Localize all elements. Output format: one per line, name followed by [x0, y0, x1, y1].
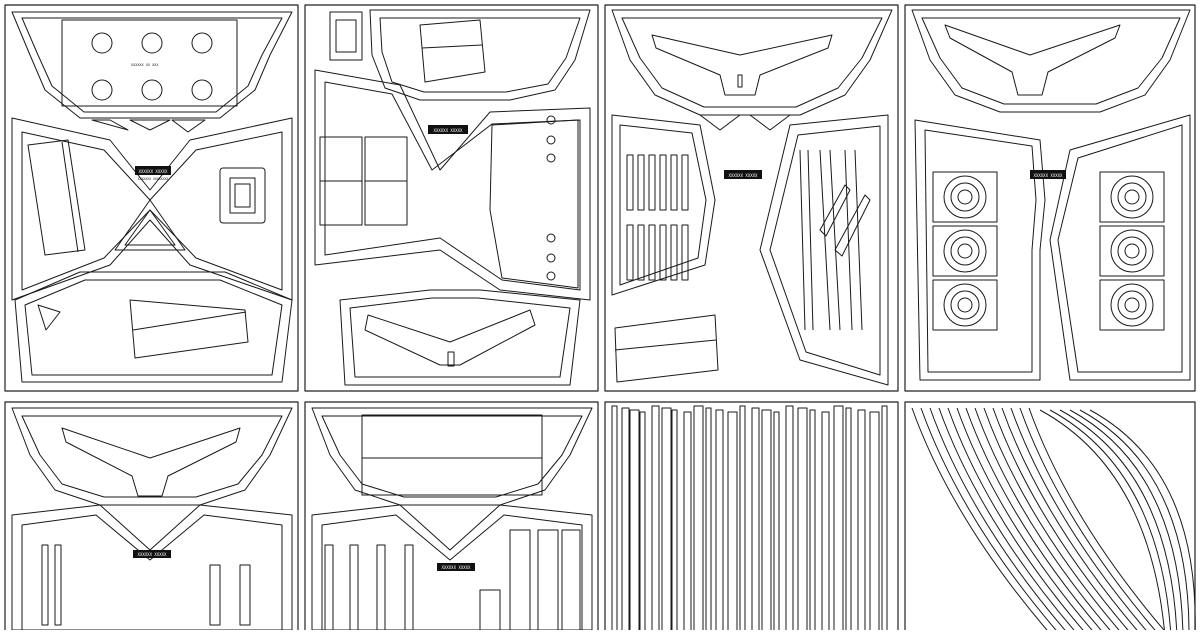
curved-strip [983, 407, 1124, 635]
arc-strip [1079, 409, 1190, 635]
sheet-7 [604, 401, 899, 635]
speaker-hole [91, 79, 113, 101]
curved-strip [929, 407, 1070, 635]
straight-strip [881, 405, 888, 635]
rib-group [41, 544, 251, 626]
sheet-4: XXXXXX XXXXX [904, 4, 1196, 392]
straight-strip [809, 409, 816, 635]
straight-strip [611, 405, 618, 635]
speaker-plate-stack-left [932, 171, 998, 331]
speaker-hole [141, 79, 163, 101]
straight-strip [761, 409, 772, 635]
straight-strip [751, 407, 760, 635]
straight-strip [651, 405, 660, 635]
speaker-hole [141, 32, 163, 54]
straight-strip [715, 409, 724, 635]
straight-strip [727, 411, 738, 635]
arc-strip [1049, 409, 1172, 635]
curved-strip [920, 407, 1061, 635]
arc-strip [1059, 409, 1178, 635]
straight-strip [797, 407, 808, 635]
sheet-2: XXXXXX XXXXX [304, 4, 599, 392]
arc-strip [1089, 409, 1196, 635]
curved-strip [965, 407, 1106, 635]
curved-strip [938, 407, 1079, 635]
badge-subtitle: XXXXXXX XXXXXXXX [138, 177, 169, 181]
panel-tag: XXXXXX XX XXX [131, 63, 159, 67]
sheet-1: XXXXXX XX XXX XXXXXX XXXXX XXXXXXX XXXXX… [4, 4, 299, 392]
curved-strip [947, 407, 1088, 635]
speaker-hole [191, 32, 213, 54]
straight-strip [785, 405, 794, 635]
arc-strip [1039, 409, 1166, 635]
badge-title: XXXXXX XXXXX [442, 565, 471, 570]
straight-strip [845, 407, 852, 635]
straight-strip [821, 411, 830, 635]
curved-strip [1019, 407, 1160, 635]
straight-strip [629, 409, 640, 635]
sheet-3: XXXXXX XXXXX [604, 4, 899, 392]
straight-strip [639, 411, 646, 635]
arc-strip [1069, 409, 1184, 635]
badge-title: XXXXXX XXXXX [139, 169, 168, 174]
badge-title: XXXXXX XXXXX [138, 552, 167, 557]
speaker-plate-stack-right [1099, 171, 1165, 331]
straight-strip [661, 407, 672, 635]
straight-strip [833, 405, 844, 635]
badge-title: XXXXXX XXXXX [434, 128, 463, 133]
slat-group [799, 149, 871, 331]
sheet-5: XXXXXX XXXXX [4, 401, 299, 635]
slat-group [626, 154, 689, 281]
speaker-hole [91, 32, 113, 54]
curved-strip [911, 407, 1052, 635]
straight-strip [693, 405, 704, 635]
curved-strip [974, 407, 1115, 635]
curved-strip [1010, 407, 1151, 635]
straight-strip [869, 411, 880, 635]
curved-strip [956, 407, 1097, 635]
badge-title: XXXXXX XXXXX [729, 173, 758, 178]
curved-strip [1001, 407, 1142, 635]
sheet-6: XXXXXX XXXXX [304, 401, 599, 635]
curved-strip [992, 407, 1133, 635]
strip-group [324, 529, 581, 631]
badge-title: XXXXXX XXXXX [1034, 173, 1063, 178]
straight-strip [705, 407, 712, 635]
straight-strip [857, 409, 866, 635]
speaker-hole [191, 79, 213, 101]
straight-strip [773, 411, 780, 635]
straight-strip [739, 405, 746, 635]
sheet-8 [904, 401, 1196, 635]
curved-strip [1028, 407, 1169, 635]
straight-strip [683, 411, 692, 635]
straight-strip [621, 407, 630, 635]
straight-strip [671, 409, 678, 635]
